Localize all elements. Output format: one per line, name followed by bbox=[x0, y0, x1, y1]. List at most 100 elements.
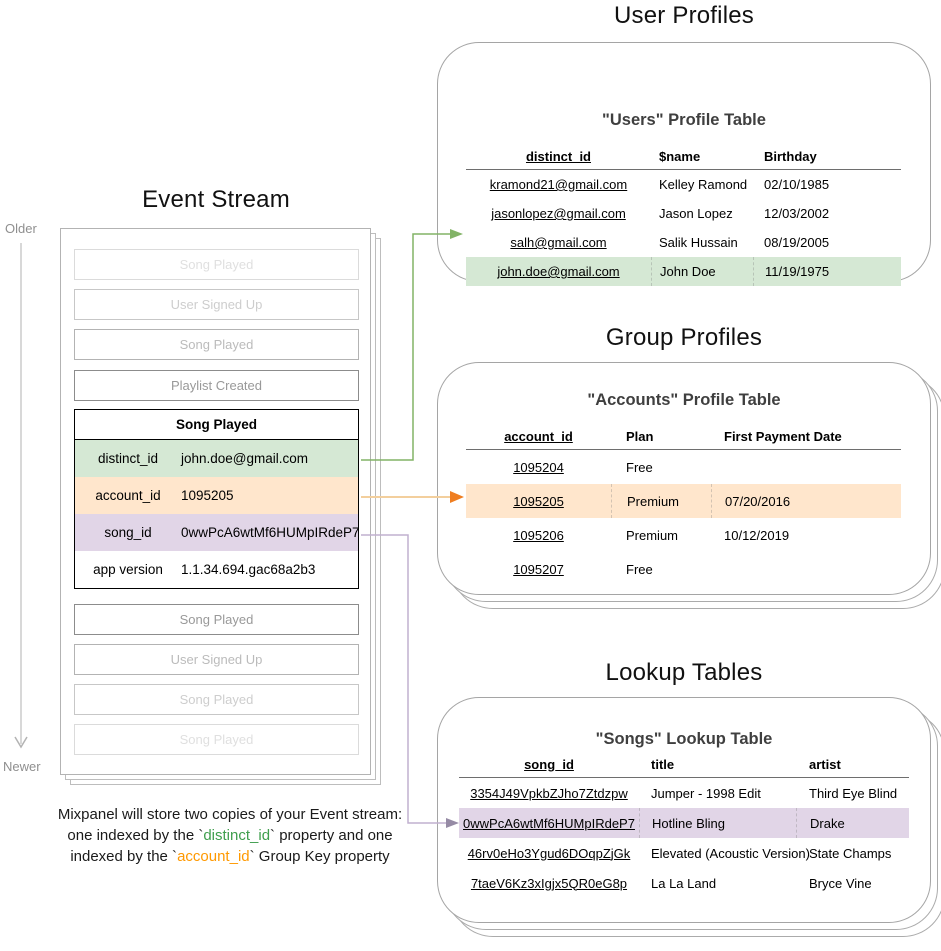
accounts-table-header-row: account_id Plan First Payment Date bbox=[466, 423, 901, 450]
songs-table-title: "Songs" Lookup Table bbox=[595, 730, 773, 748]
property-key: distinct_id bbox=[97, 451, 159, 466]
footnote-line2: one indexed by the `distinct_id` propert… bbox=[28, 825, 432, 846]
expanded-event-card: Song Played distinct_id john.doe@gmail.c… bbox=[74, 409, 360, 589]
cell-title: Elevated (Acoustic Version) bbox=[651, 845, 810, 861]
event-stream-title: Event Stream bbox=[142, 186, 290, 213]
column-header: account_id bbox=[504, 428, 573, 444]
cell-name: Jason Lopez bbox=[659, 206, 733, 221]
property-value: john.doe@gmail.com bbox=[181, 451, 309, 466]
group-profiles-card: "Accounts" Profile Table account_id Plan… bbox=[437, 362, 941, 609]
users-table-title: "Users" Profile Table bbox=[602, 111, 766, 129]
table-row: 46rv0eHo3Ygud6DOqpZjGk Elevated (Acousti… bbox=[459, 838, 909, 868]
cell-title: La La Land bbox=[651, 875, 717, 891]
account-id-code: account_id bbox=[177, 848, 250, 865]
accounts-table: account_id Plan First Payment Date 10952… bbox=[466, 423, 901, 586]
event-box: Song Played bbox=[74, 724, 359, 755]
footnote-line1: Mixpanel will store two copies of your E… bbox=[57, 806, 403, 823]
footnote-text: indexed by the ` bbox=[70, 848, 178, 865]
footnote-text: ` Group Key property bbox=[249, 848, 390, 865]
column-header: First Payment Date bbox=[724, 428, 842, 444]
table-row: 1095206 Premium 10/12/2019 bbox=[466, 518, 901, 552]
footnote-text: one indexed by the ` bbox=[67, 827, 204, 844]
event-stream-panel: Song Played User Signed Up Song Played P… bbox=[60, 228, 371, 775]
distinct-id-code: distinct_id bbox=[203, 827, 271, 844]
cell-name: John Doe bbox=[651, 257, 753, 286]
column-header: Birthday bbox=[764, 148, 817, 164]
user-profiles-card: "Users" Profile Table distinct_id $name … bbox=[437, 42, 931, 286]
event-property-row-account-id: account_id 1095205 bbox=[75, 477, 358, 514]
cell-name: Kelley Ramond bbox=[659, 177, 748, 192]
property-value: 1095205 bbox=[181, 488, 234, 503]
property-key: account_id bbox=[95, 488, 161, 503]
cell-account-id: 1095207 bbox=[513, 561, 564, 577]
cell-artist: State Champs bbox=[809, 845, 892, 861]
cell-first-payment-date: 10/12/2019 bbox=[724, 527, 790, 543]
property-value: 1.1.34.694.gac68a2b3 bbox=[181, 562, 316, 577]
older-label: Older bbox=[5, 221, 37, 236]
footnote: Mixpanel will store two copies of your E… bbox=[28, 804, 432, 867]
event-box: User Signed Up bbox=[74, 644, 359, 675]
property-key: song_id bbox=[104, 525, 152, 540]
cell-distinct-id: salh@gmail.com bbox=[510, 235, 607, 250]
cell-birthday: 12/03/2002 bbox=[764, 206, 830, 221]
cell-artist: Third Eye Blind bbox=[809, 785, 898, 801]
event-box: Song Played bbox=[74, 329, 359, 360]
timeline-arrowhead-icon bbox=[14, 736, 28, 749]
table-row-highlighted: 1095205 Premium 07/20/2016 bbox=[466, 484, 901, 518]
cell-plan: Premium bbox=[626, 527, 679, 543]
event-property-row-app-version: app version 1.1.34.694.gac68a2b3 bbox=[75, 551, 358, 588]
footnote-text: ` property and one bbox=[270, 827, 393, 844]
event-box: Song Played bbox=[74, 249, 359, 280]
card-surface: "Songs" Lookup Table song_id title artis… bbox=[437, 697, 931, 923]
songs-table-header-row: song_id title artist bbox=[459, 751, 909, 778]
column-header: song_id bbox=[524, 756, 574, 772]
table-row-highlighted: john.doe@gmail.com John Doe 11/19/1975 bbox=[466, 257, 901, 286]
column-header: title bbox=[651, 756, 675, 772]
event-property-row-song-id: song_id 0wwPcA6wtMf6HUMpIRdeP7 bbox=[75, 514, 360, 551]
user-profiles-title: User Profiles bbox=[614, 2, 754, 29]
table-row: salh@gmail.com Salik Hussain 08/19/2005 bbox=[466, 228, 901, 257]
cell-artist: Drake bbox=[796, 808, 909, 838]
table-row: 1095204 Free bbox=[466, 450, 901, 484]
cell-name: Salik Hussain bbox=[659, 235, 738, 250]
event-box: Song Played bbox=[74, 684, 359, 715]
cell-plan: Free bbox=[626, 459, 653, 475]
event-box: Song Played bbox=[74, 604, 359, 635]
column-header: $name bbox=[659, 148, 701, 164]
table-row: 3354J49VpkbZJho7Ztdzpw Jumper - 1998 Edi… bbox=[459, 778, 909, 808]
column-header: distinct_id bbox=[525, 148, 591, 164]
accounts-table-title: "Accounts" Profile Table bbox=[587, 391, 781, 409]
cell-title: Jumper - 1998 Edit bbox=[651, 785, 761, 801]
cell-plan: Premium bbox=[611, 484, 711, 518]
cell-artist: Bryce Vine bbox=[809, 875, 872, 891]
table-row: 7taeV6Kz3xIgjx5QR0eG8p La La Land Bryce … bbox=[459, 868, 909, 898]
cell-song-id: 7taeV6Kz3xIgjx5QR0eG8p bbox=[470, 875, 628, 891]
cell-plan: Free bbox=[626, 561, 653, 577]
property-key: app version bbox=[93, 562, 163, 577]
table-row: jasonlopez@gmail.com Jason Lopez 12/03/2… bbox=[466, 199, 901, 228]
users-table: distinct_id $name Birthday kramond21@gma… bbox=[466, 143, 901, 286]
cell-distinct-id: jasonlopez@gmail.com bbox=[491, 206, 626, 221]
users-table-header-row: distinct_id $name Birthday bbox=[466, 143, 901, 170]
column-header: artist bbox=[809, 756, 841, 772]
cell-birthday: 08/19/2005 bbox=[764, 235, 830, 250]
cell-account-id: 1095204 bbox=[513, 459, 564, 475]
lookup-tables-title: Lookup Tables bbox=[605, 659, 763, 686]
cell-title: Hotline Bling bbox=[639, 808, 796, 838]
expanded-event-name: Song Played bbox=[75, 410, 358, 440]
cell-distinct-id: john.doe@gmail.com bbox=[497, 264, 620, 279]
card-surface: "Accounts" Profile Table account_id Plan… bbox=[437, 362, 931, 595]
table-row: 1095207 Free bbox=[466, 552, 901, 586]
card-surface: "Users" Profile Table distinct_id $name … bbox=[437, 42, 931, 286]
cell-first-payment-date: 07/20/2016 bbox=[711, 484, 901, 518]
cell-birthday: 11/19/1975 bbox=[753, 257, 901, 286]
footnote-line3: indexed by the `account_id` Group Key pr… bbox=[28, 846, 432, 867]
cell-song-id: 46rv0eHo3Ygud6DOqpZjGk bbox=[467, 845, 631, 861]
column-header: Plan bbox=[626, 428, 654, 444]
event-box: User Signed Up bbox=[74, 289, 359, 320]
table-row-highlighted: 0wwPcA6wtMf6HUMpIRdeP7 Hotline Bling Dra… bbox=[459, 808, 909, 838]
group-profiles-title: Group Profiles bbox=[605, 324, 763, 351]
newer-label: Newer bbox=[3, 759, 41, 774]
cell-song-id: 3354J49VpkbZJho7Ztdzpw bbox=[470, 785, 628, 801]
